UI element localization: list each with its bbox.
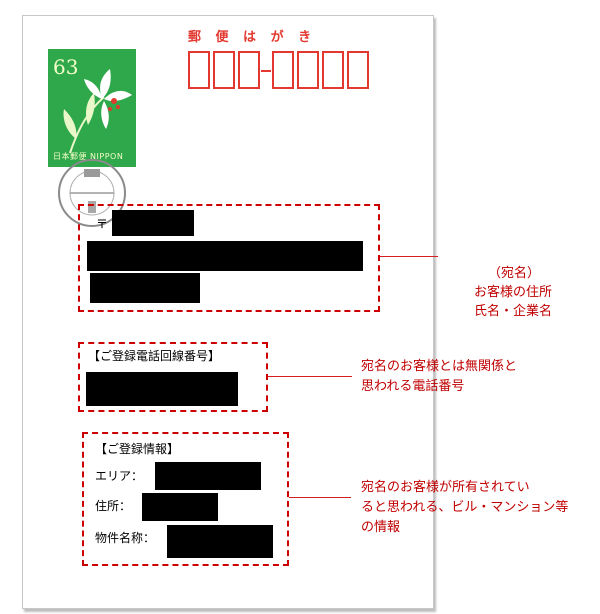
annotation-line: ると思われる、ビル・マンション等 [361,500,569,515]
postage-stamp: 63 日本郵便 NIPPON [48,49,136,167]
zip-box [347,51,369,89]
postmark-icon [58,159,126,227]
redacted-name [90,273,200,303]
zip-box [188,51,210,89]
annotation-line: （宛名） [488,266,541,281]
annotation-line: 氏名・企業名 [474,304,553,319]
redacted-phone-number [86,372,238,406]
redacted-area [155,462,261,490]
leader-line-info [289,497,351,498]
postal-symbol: 〒 [96,217,109,231]
info-block [82,432,289,566]
redacted-address [87,241,363,271]
property-name-label: 物件名称： [95,531,156,545]
phone-block-title: 【ご登録電話回線番号】 [88,349,221,363]
phone-annotation: 宛名のお客様とは無関係と 思われる電話番号 [361,357,517,397]
zip-box [272,51,294,89]
redacted-postal-code [112,210,194,236]
zip-box [322,51,344,89]
area-label: エリア： [95,469,144,483]
zip-box [238,51,260,89]
annotation-line: の情報 [361,520,401,535]
leader-line-address [380,256,438,257]
zip-dash [261,70,271,72]
lily-icon [63,69,132,154]
stamp-country: 日本郵便 NIPPON [53,152,124,161]
annotation-line: 思われる電話番号 [361,379,465,394]
annotation-line: お客様の住所 [474,285,553,300]
redacted-property-name [167,525,273,558]
postcard-title: 郵 便 は が き [188,30,317,45]
address-label: 住所： [95,499,132,513]
stamp-value: 63 [53,55,79,79]
leader-line-phone [268,376,352,377]
phone-block [78,342,268,412]
redacted-property-address [142,493,218,521]
zip-box [297,51,319,89]
address-annotation: （宛名） お客様の住所 氏名・企業名 [474,264,552,321]
info-annotation: 宛名のお客様が所有されてい ると思われる、ビル・マンション等 の情報 [361,478,568,538]
address-block [78,204,380,312]
annotation-line: 宛名のお客様とは無関係と [361,359,518,374]
info-block-title: 【ご登録情報】 [95,442,180,456]
zip-box [213,51,235,89]
annotation-line: 宛名のお客様が所有されてい [361,480,530,495]
